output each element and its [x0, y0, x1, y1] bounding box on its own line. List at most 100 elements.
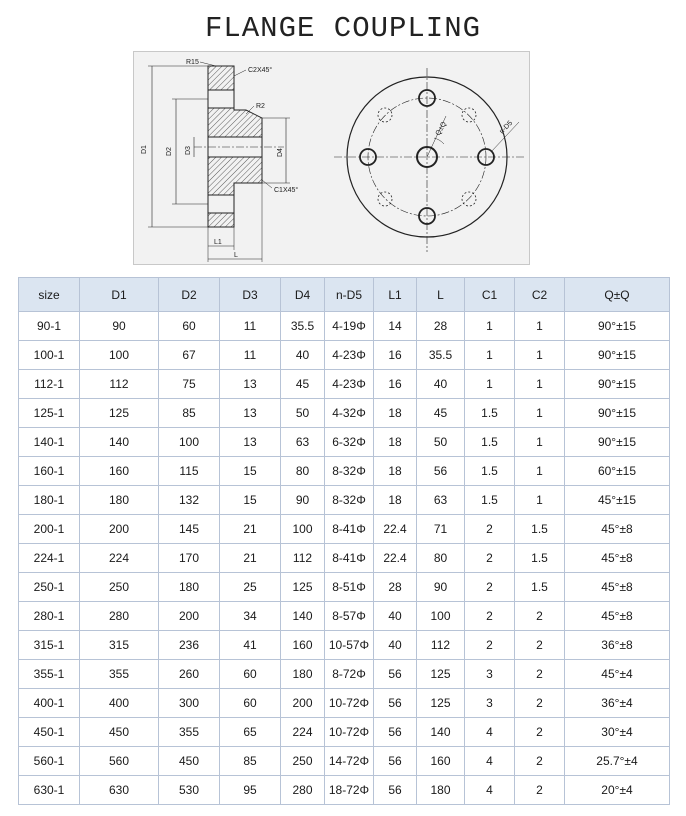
table-cell: 1.5 [514, 543, 565, 573]
table-cell: 65 [219, 717, 281, 747]
table-cell: 11 [219, 340, 281, 370]
table-cell: 1 [514, 311, 565, 341]
table-cell: 2 [464, 572, 515, 602]
table-cell: 8-57Φ [324, 601, 374, 631]
table-cell: 18 [373, 398, 417, 428]
table-cell: 300 [158, 688, 220, 718]
table-cell: 4-23Φ [324, 340, 374, 370]
table-cell: 4-19Φ [324, 311, 374, 341]
table-cell: 125 [416, 659, 465, 689]
table-cell: 280 [280, 775, 325, 805]
table-cell: 45 [280, 369, 325, 399]
column-header: L1 [373, 277, 417, 312]
table-cell: 450 [79, 717, 159, 747]
column-header: Q±Q [564, 277, 670, 312]
table-cell: 1.5 [464, 427, 515, 457]
table-cell: 22.4 [373, 543, 417, 573]
bolt-hole-solid [418, 207, 436, 225]
table-cell: 60 [219, 688, 281, 718]
table-cell: 90°±15 [564, 369, 670, 399]
table-cell: 45°±4 [564, 659, 670, 689]
table-cell: 16 [373, 369, 417, 399]
table-cell: 160 [280, 630, 325, 660]
table-cell: 50 [416, 427, 465, 457]
table-cell: 56 [373, 775, 417, 805]
table-cell: 2 [464, 630, 515, 660]
table-cell: 22.4 [373, 514, 417, 544]
table-cell: 200 [280, 688, 325, 718]
label-l1: L1 [214, 239, 222, 246]
table-cell: 36°±4 [564, 688, 670, 718]
table-cell: 45°±8 [564, 543, 670, 573]
table-cell: 1 [514, 485, 565, 515]
label-d2: D2 [166, 147, 173, 156]
table-cell: 1 [514, 369, 565, 399]
table-cell: 40 [373, 630, 417, 660]
table-cell: 85 [158, 398, 220, 428]
table-cell: 100 [79, 340, 159, 370]
table-cell: 3 [464, 659, 515, 689]
bolt-hole-solid [418, 89, 436, 107]
table-cell: 2 [514, 775, 565, 805]
bolt-hole-dashed [461, 191, 477, 207]
table-cell: 71 [416, 514, 465, 544]
table-cell: 90°±15 [564, 427, 670, 457]
column-header: D1 [79, 277, 159, 312]
table-cell: 355-1 [18, 659, 80, 689]
table-cell: 60°±15 [564, 456, 670, 486]
table-cell: 1.5 [464, 456, 515, 486]
table-cell: 4-23Φ [324, 369, 374, 399]
table-cell: 80 [416, 543, 465, 573]
technical-drawing: R15 C2X45° R2 D1 D2 D3 D4 C1X45° L1 L [133, 51, 530, 265]
table-cell: 180 [280, 659, 325, 689]
table-cell: 140 [416, 717, 465, 747]
table-cell: 100 [280, 514, 325, 544]
table-cell: 2 [464, 543, 515, 573]
table-cell: 95 [219, 775, 281, 805]
table-cell: 18-72Φ [324, 775, 374, 805]
table-cell: 2 [514, 659, 565, 689]
table-cell: 560 [79, 746, 159, 776]
table-cell: 2 [464, 514, 515, 544]
bolt-hole-bottom [207, 194, 235, 214]
table-cell: 160-1 [18, 456, 80, 486]
table-cell: 140 [280, 601, 325, 631]
table-cell: 28 [373, 572, 417, 602]
table-cell: 41 [219, 630, 281, 660]
table-cell: 180-1 [18, 485, 80, 515]
column-header: D2 [158, 277, 220, 312]
table-cell: 2 [514, 717, 565, 747]
table-cell: 1.5 [514, 514, 565, 544]
table-cell: 250 [280, 746, 325, 776]
table-cell: 280-1 [18, 601, 80, 631]
table-cell: 112 [79, 369, 159, 399]
table-cell: 160 [79, 456, 159, 486]
table-cell: 45°±8 [564, 601, 670, 631]
table-cell: 160 [416, 746, 465, 776]
table-cell: 63 [416, 485, 465, 515]
table-cell: 1.5 [514, 572, 565, 602]
bolt-hole-dashed [461, 107, 477, 123]
table-cell: 100 [158, 427, 220, 457]
table-cell: 250 [79, 572, 159, 602]
table-cell: 315 [79, 630, 159, 660]
table-cell: 315-1 [18, 630, 80, 660]
table-cell: 8-72Φ [324, 659, 374, 689]
table-cell: 34 [219, 601, 281, 631]
table-cell: 10-72Φ [324, 688, 374, 718]
bolt-hole-dashed [377, 107, 393, 123]
table-cell: 1.5 [464, 485, 515, 515]
table-cell: 45°±15 [564, 485, 670, 515]
table-cell: 18 [373, 485, 417, 515]
table-cell: 90 [79, 311, 159, 341]
